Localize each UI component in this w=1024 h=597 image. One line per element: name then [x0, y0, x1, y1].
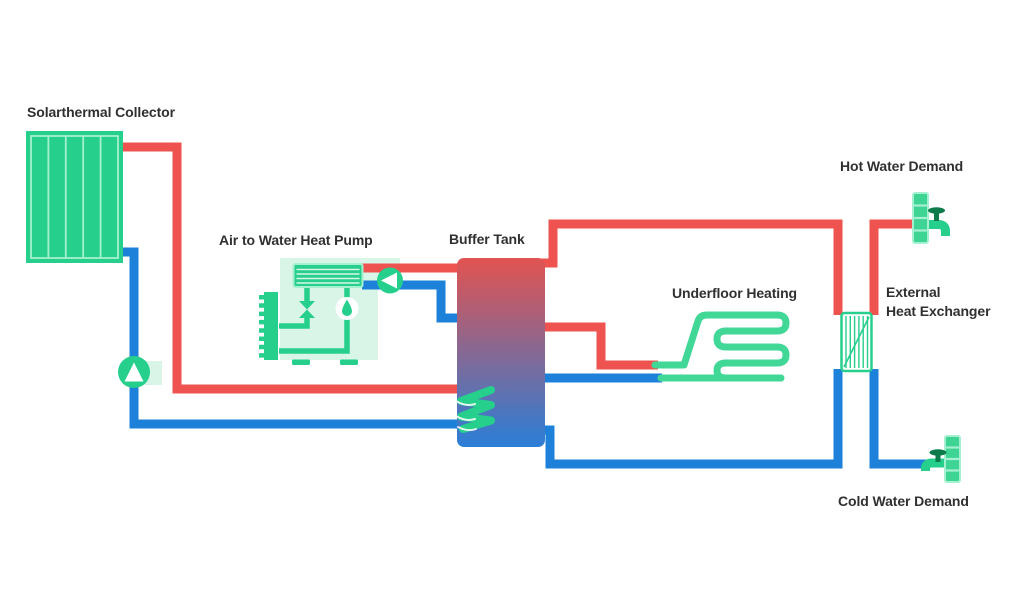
expansion-valve-icon: [299, 301, 315, 318]
pipe-exchanger-to-hot-tap: [869, 219, 916, 315]
condenser-fins: [296, 268, 360, 284]
tap-riser-segments: [913, 204, 928, 232]
pipe-tank-to-exchanger-hot: [525, 219, 843, 315]
solar-pump: [118, 356, 150, 388]
pipe-exchanger-to-cold-tap: [869, 369, 926, 469]
tap-spout: [928, 220, 950, 236]
collector-tubes: [47, 136, 102, 258]
solarthermal-collector: [26, 131, 123, 263]
label-buffer-tank: Buffer Tank: [449, 231, 525, 247]
label-underfloor-heating: Underfloor Heating: [672, 285, 797, 301]
label-cold-water-demand: Cold Water Demand: [838, 493, 969, 509]
pipe-collector-supply: [115, 142, 475, 394]
buffer-tank: [455, 258, 545, 447]
tap-handle-stem: [935, 454, 941, 462]
refrigerant-pipe: [279, 317, 310, 329]
tap-spout: [921, 458, 944, 471]
label-external-heat-exchanger-line2: Heat Exchanger: [886, 303, 991, 319]
collector-panel: [26, 131, 123, 263]
pump-arrow-left-icon: [381, 272, 397, 289]
underfloor-heating-coil: [651, 311, 790, 382]
tap-handle-stem: [934, 212, 939, 221]
tap-handle: [928, 207, 945, 214]
exchanger-plates: [845, 316, 869, 368]
collector-frame: [30, 135, 119, 259]
label-external-heat-exchanger: External Heat Exchanger: [886, 283, 991, 321]
tap-handle: [929, 449, 947, 456]
cold-water-faucet-icon: [921, 435, 961, 483]
heat-pump-foot: [340, 359, 358, 365]
heat-pump-foot: [292, 359, 310, 365]
hot-water-faucet-icon: [912, 192, 950, 244]
pipe-collector-return: [115, 247, 475, 429]
exchanger-diagonal: [843, 316, 870, 368]
evaporator: [264, 292, 278, 360]
coil-highlights: [455, 400, 477, 432]
pipe-underfloor-supply: [525, 322, 658, 370]
air-to-water-heat-pump: [259, 263, 364, 365]
label-external-heat-exchanger-line1: External: [886, 284, 941, 300]
pump-arrow-up-icon: [124, 362, 144, 382]
external-heat-exchanger: [840, 311, 873, 373]
heating-coil-icon: [457, 386, 495, 433]
label-air-to-water-heat-pump: Air to Water Heat Pump: [219, 232, 373, 248]
pipe-tank-to-exchanger-cold: [525, 369, 843, 469]
tap-riser-segments: [945, 446, 960, 472]
label-solarthermal-collector: Solarthermal Collector: [27, 104, 175, 120]
compressor-icon: [335, 297, 359, 320]
serpentine-pipe: [651, 311, 790, 382]
label-hot-water-demand: Hot Water Demand: [840, 158, 964, 174]
heat-pump-circulation-pump: [377, 267, 403, 294]
